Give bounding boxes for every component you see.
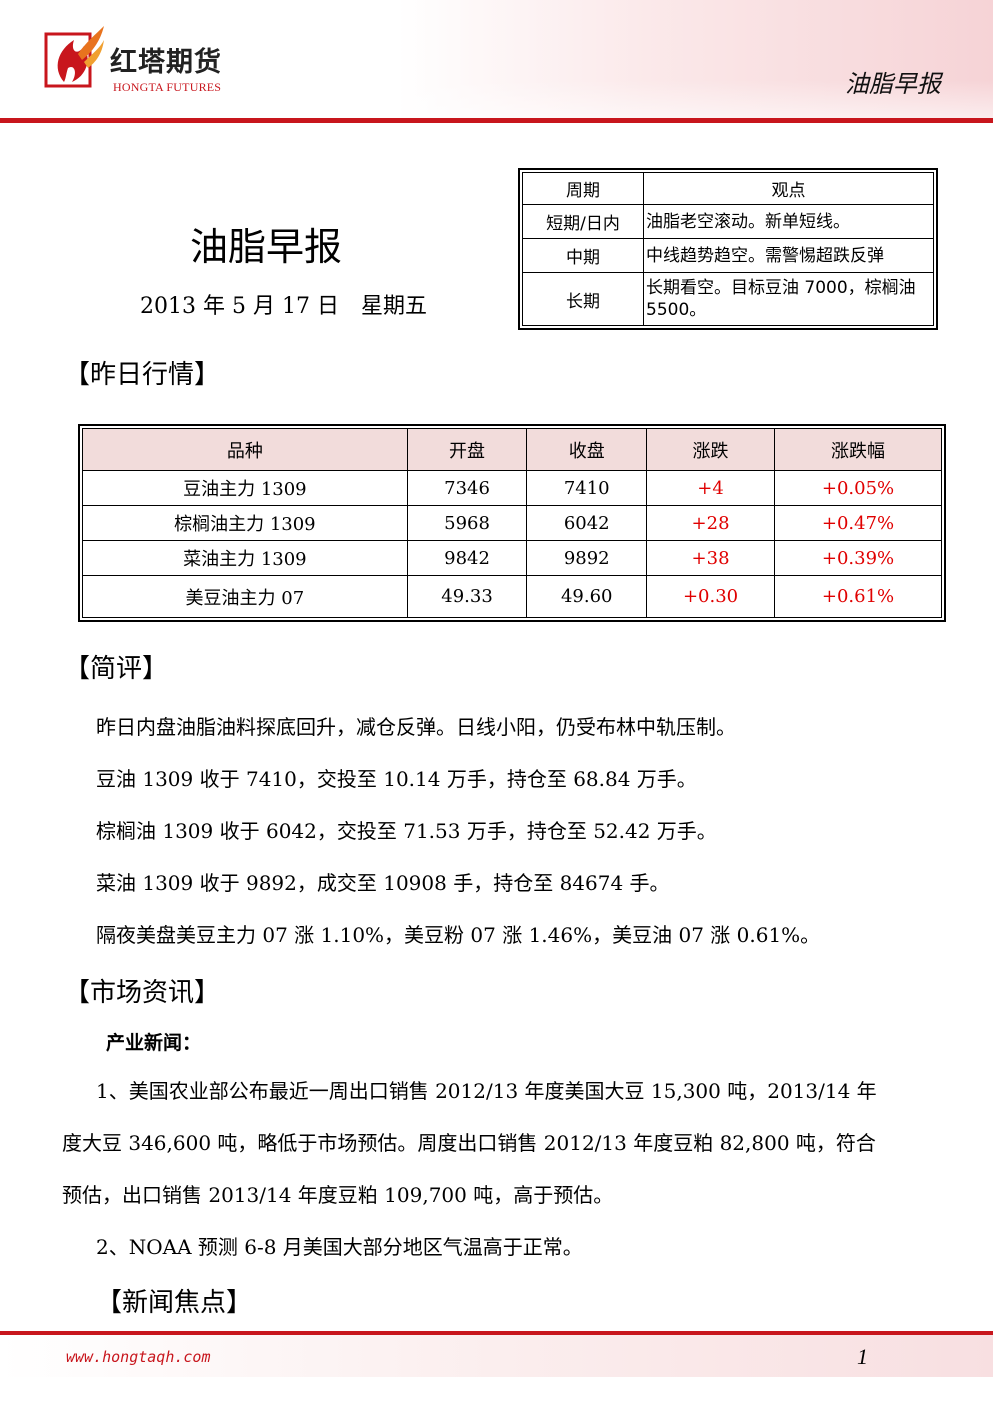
market-header-change: 涨跌 xyxy=(646,428,776,471)
outlook-header-view: 观点 xyxy=(643,172,934,205)
market-pct: +0.05% xyxy=(774,470,942,506)
market-close: 7410 xyxy=(526,470,648,506)
section-heading-news: 【市场资讯】 xyxy=(64,978,221,1008)
news-item-line: 预估，出口销售 2013/14 年度豆粕 109,700 吨，高于预估。 xyxy=(62,1183,614,1207)
outlook-view: 中线趋势趋空。需警惕超跌反弹 xyxy=(643,238,934,273)
table-row: 棕榈油主力 1309 5968 6042 +28 +0.47% xyxy=(82,505,942,541)
news-item-line: 2、NOAA 预测 6-8 月美国大部分地区气温高于正常。 xyxy=(96,1235,583,1259)
page-title: 油脂早报 xyxy=(190,225,343,269)
table-row: 美豆油主力 07 49.33 49.60 +0.30 +0.61% xyxy=(82,575,942,618)
outlook-view: 油脂老空滚动。新单短线。 xyxy=(643,204,934,239)
news-item-line: 度大豆 346,600 吨，略低于市场预估。周度出口销售 2012/13 年度豆… xyxy=(62,1131,876,1155)
header-rule xyxy=(0,118,993,123)
brand-name-en: HONGTA FUTURES xyxy=(113,80,222,94)
table-row: 豆油主力 1309 7346 7410 +4 +0.05% xyxy=(82,470,942,506)
market-header-close: 收盘 xyxy=(526,428,648,471)
market-change: +0.30 xyxy=(646,575,776,618)
comment-line: 菜油 1309 收于 9892，成交至 10908 手，持仓至 84674 手。 xyxy=(96,871,670,895)
market-close: 6042 xyxy=(526,505,648,541)
outlook-period: 中期 xyxy=(522,238,644,273)
market-close: 9892 xyxy=(526,540,648,576)
footer-rule xyxy=(0,1331,993,1335)
market-name: 棕榈油主力 1309 xyxy=(82,505,408,541)
market-change: +38 xyxy=(646,540,776,576)
market-header-name: 品种 xyxy=(82,428,408,471)
market-close: 49.60 xyxy=(526,575,648,618)
market-open: 49.33 xyxy=(406,575,528,618)
comment-line: 隔夜美盘美豆主力 07 涨 1.10%，美豆粉 07 涨 1.46%，美豆油 0… xyxy=(96,923,821,947)
section-heading-comment: 【简评】 xyxy=(64,654,169,684)
market-pct: +0.61% xyxy=(774,575,942,618)
market-open: 9842 xyxy=(406,540,528,576)
footer-url-link[interactable]: www.hongtaqh.com xyxy=(66,1348,211,1366)
outlook-header-period: 周期 xyxy=(522,172,644,205)
market-name: 豆油主力 1309 xyxy=(82,470,408,506)
comment-line: 昨日内盘油脂油料探底回升，减仓反弹。日线小阳，仍受布林中轨压制。 xyxy=(96,715,736,739)
market-change: +28 xyxy=(646,505,776,541)
table-row: 菜油主力 1309 9842 9892 +38 +0.39% xyxy=(82,540,942,576)
outlook-table: 周期 观点 短期/日内 油脂老空滚动。新单短线。 中期 中线趋势趋空。需警惕超跌… xyxy=(518,168,938,330)
market-pct: +0.39% xyxy=(774,540,942,576)
news-sub-heading: 产业新闻： xyxy=(106,1032,202,1054)
market-name: 菜油主力 1309 xyxy=(82,540,408,576)
market-name: 美豆油主力 07 xyxy=(82,575,408,618)
market-pct: +0.47% xyxy=(774,505,942,541)
flame-logo-icon xyxy=(44,26,104,88)
market-header-open: 开盘 xyxy=(406,428,528,471)
report-date: 2013 年 5 月 17 日 星期五 xyxy=(140,294,427,319)
comment-line: 棕榈油 1309 收于 6042，交投至 71.53 万手，持仓至 52.42 … xyxy=(96,819,717,843)
market-open: 7346 xyxy=(406,470,528,506)
news-item-line: 1、美国农业部公布最近一周出口销售 2012/13 年度美国大豆 15,300 … xyxy=(96,1079,877,1103)
market-change: +4 xyxy=(646,470,776,506)
footer-band xyxy=(0,1335,993,1377)
outlook-period: 长期 xyxy=(522,272,644,326)
section-heading-market: 【昨日行情】 xyxy=(64,360,221,390)
market-open: 5968 xyxy=(406,505,528,541)
page-number: 1 xyxy=(857,1344,868,1369)
outlook-view: 长期看空。目标豆油 7000，棕榈油 5500。 xyxy=(643,272,934,326)
comment-line: 豆油 1309 收于 7410，交投至 10.14 万手，持仓至 68.84 万… xyxy=(96,767,697,791)
section-heading-focus: 【新闻焦点】 xyxy=(96,1288,253,1318)
market-header-pct: 涨跌幅 xyxy=(774,428,942,471)
market-table: 品种 开盘 收盘 涨跌 涨跌幅 豆油主力 1309 7346 7410 +4 +… xyxy=(78,424,946,622)
brand-name-cn: 红塔期货 xyxy=(110,47,222,78)
header-report-name: 油脂早报 xyxy=(845,70,941,98)
outlook-period: 短期/日内 xyxy=(522,204,644,239)
header-band xyxy=(0,0,993,120)
